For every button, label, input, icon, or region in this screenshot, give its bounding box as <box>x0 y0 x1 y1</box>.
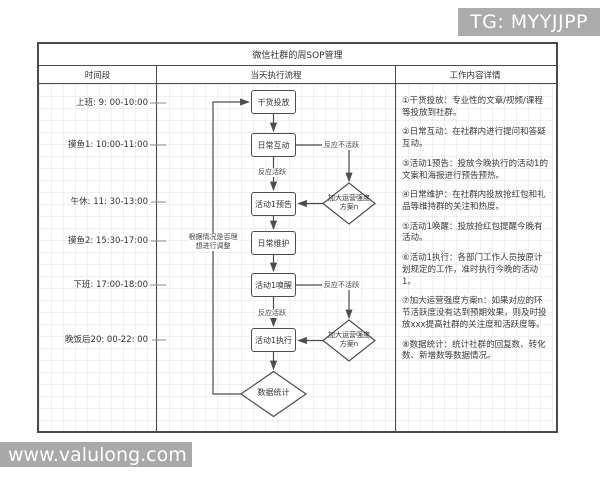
detail-item-2: ②日常互动：在社群内进行提问和答疑互动。 <box>402 127 546 150</box>
table-body: ①干货投放：专业性的文章/视频/课程等投放到社群。 ②日常互动：在社群内进行提问… <box>39 84 556 431</box>
flow-step-content-post: 干货投放 <box>251 90 296 114</box>
time-slot-4: 摸鱼2: 15:30-17:00 <box>67 236 148 246</box>
edge-label-active-2: 反应活跃 <box>256 309 288 318</box>
column-header-time: 时间段 <box>39 66 157 83</box>
detail-column: ①干货投放：专业性的文章/视频/课程等投放到社群。 ②日常互动：在社群内进行提问… <box>396 84 554 431</box>
edge-label-inactive-1: 反应不活跃 <box>322 141 361 150</box>
end-node-label: 数据统计 <box>257 388 290 397</box>
decision-boost-1-label: 加大运营强度方案n <box>328 194 370 211</box>
detail-item-8: ⑧数据统计：统计社群的回复数、转化数、新增数等数据情况。 <box>402 339 546 362</box>
flow-step-event-preview: 活动1预告 <box>251 192 296 216</box>
time-slot-3: 午休: 11: 30-13:00 <box>70 197 148 207</box>
time-slot-2: 摸鱼1: 10:00-11:00 <box>67 140 148 150</box>
time-slot-6: 晚饭后20: 00-22: 00 <box>65 335 148 345</box>
time-slot-1: 上班: 9: 00-10:00 <box>76 98 148 108</box>
edge-label-active-1: 反应活跃 <box>256 168 288 177</box>
detail-item-5: ⑤活动1唤醒：投放抢红包提醒今晚有活动。 <box>402 221 543 244</box>
detail-item-7: ⑦加大运营强度方案n：如果对应的环节活跃度没有达到预期效果，则及时投放xxx提高… <box>402 296 547 330</box>
detail-item-1: ①干货投放：专业性的文章/视频/课程等投放到社群。 <box>402 96 543 118</box>
flow-step-daily-maintain: 日常维护 <box>251 231 296 255</box>
detail-item-4: ④日常维护：在社群内投放抢红包和礼品等维持群的关注和热度。 <box>402 190 546 213</box>
watermark-website: www.valulong.com <box>0 442 192 467</box>
flow-step-event-wakeup: 活动1唤醒 <box>251 273 296 297</box>
detail-item-6: ⑥活动1执行：各部门工作人员按原计划规定的工作，准时执行今晚的活动1。 <box>402 253 543 287</box>
detail-item-3: ③活动1预告：投放今晚执行的活动1的文案和海报进行预告预热。 <box>402 158 548 181</box>
column-header-detail: 工作内容详情 <box>449 70 501 81</box>
diagram-title: 微信社群的周SOP管理 <box>39 44 556 66</box>
column-header-flow: 当天执行流程 <box>157 66 396 83</box>
loop-adjust-note: 根据情况是否理想进行调整 <box>188 233 238 251</box>
edge-label-inactive-2: 反应不活跃 <box>322 281 361 290</box>
column-header-row: 时间段 当天执行流程 工作内容详情 <box>39 66 556 84</box>
time-column <box>39 84 157 431</box>
flow-step-daily-interact: 日常互动 <box>251 133 296 157</box>
decision-boost-2-label: 加大运营强度方案n <box>328 331 370 348</box>
time-slot-5: 下班: 17:00-18:00 <box>73 280 148 290</box>
watermark-telegram: TG: MYYJJPP <box>458 8 600 36</box>
flow-step-event-execute: 活动1执行 <box>251 328 296 352</box>
